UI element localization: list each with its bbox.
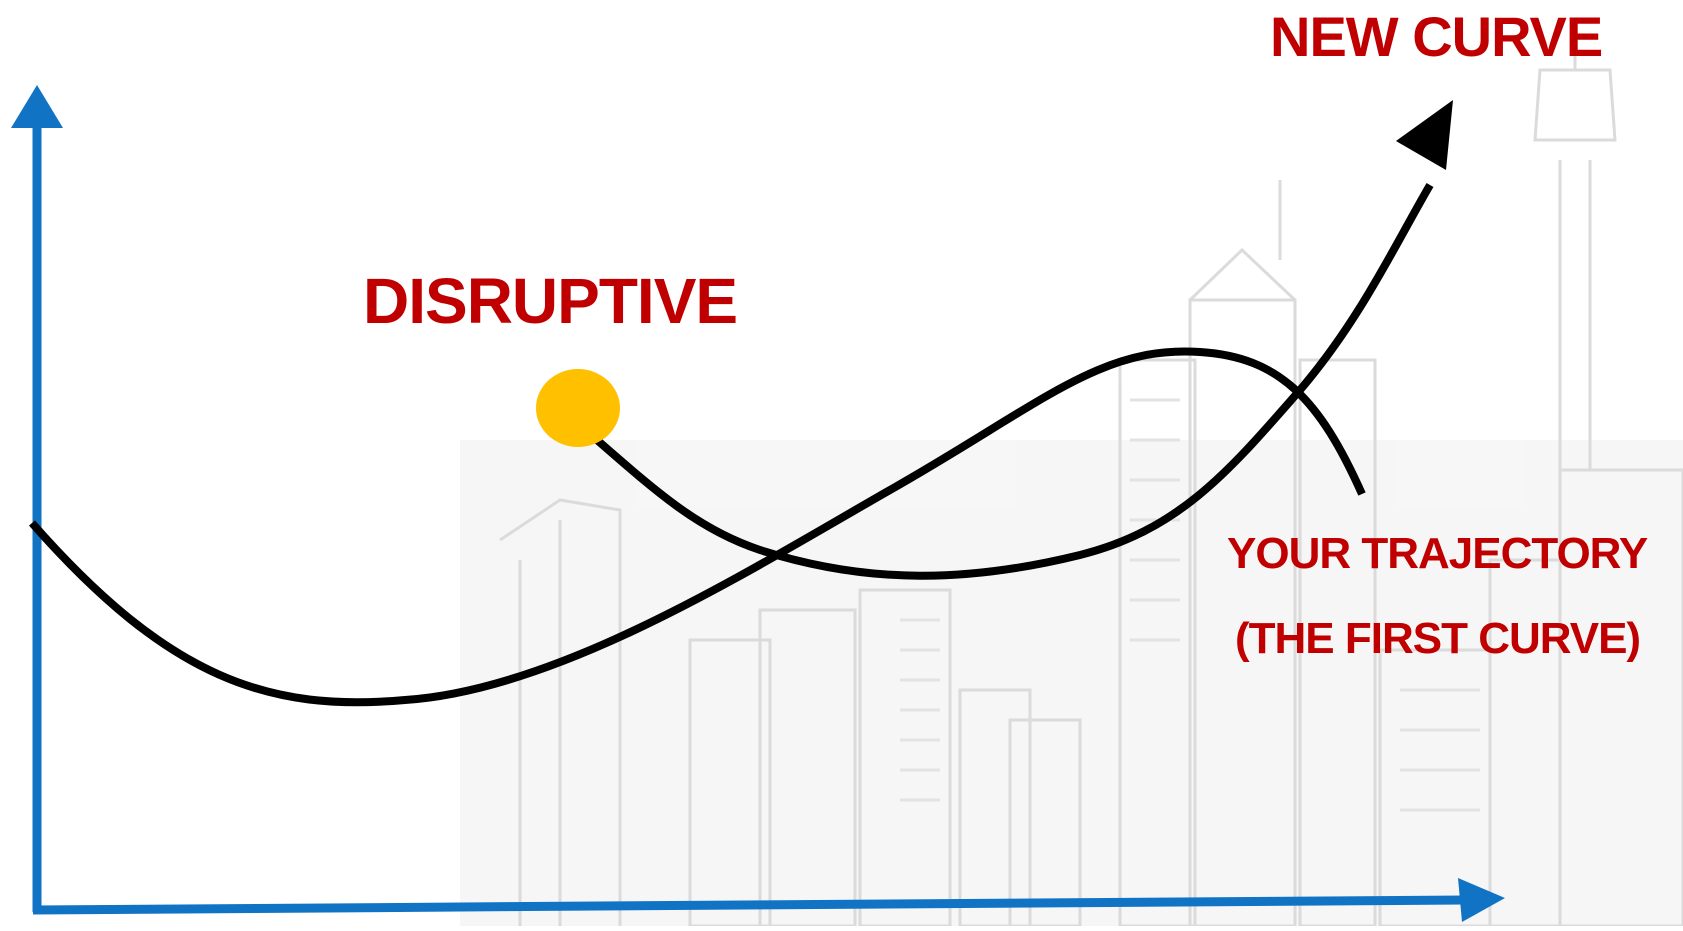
trajectory-label-line2: (THE FIRST CURVE) [1235,614,1640,663]
y-axis-arrowhead [11,85,63,128]
new-curve-label: NEW CURVE [1270,5,1602,68]
axes [11,85,1505,922]
disruptive-label: DISRUPTIVE [363,265,737,337]
first-curve [28,347,1366,707]
skyline-sketch [460,20,1683,928]
x-axis [32,895,1466,915]
disruption-point [536,369,620,447]
new-curve-arrowhead [1396,100,1453,170]
trajectory-label-line1: YOUR TRAJECTORY [1227,529,1648,578]
new-curve [594,182,1434,580]
x-axis-arrowhead [1458,878,1505,922]
